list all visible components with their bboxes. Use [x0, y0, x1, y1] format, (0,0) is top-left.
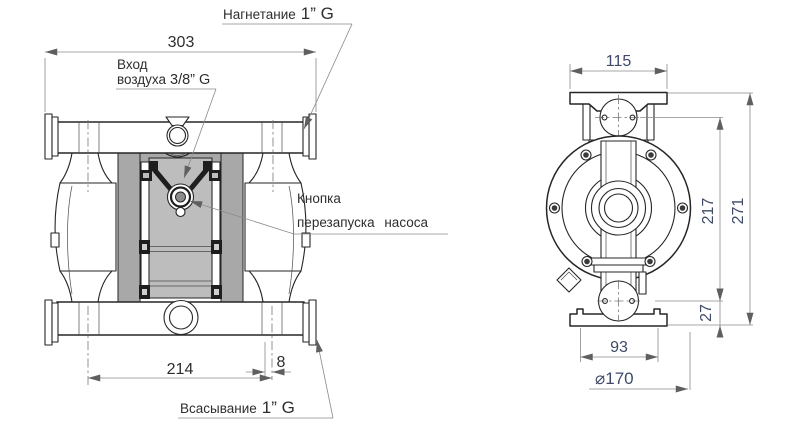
dim-base-to-port: 27: [698, 304, 715, 322]
restart-leader: [189, 200, 295, 235]
discharge-leader: [303, 23, 353, 130]
front-dimensions: 303 214 8: [44, 34, 317, 382]
dim-overall-width: 303: [168, 34, 195, 51]
center-port: [603, 193, 634, 223]
side-dimensions: 115 271 217 27 93 ⌀170: [569, 53, 754, 393]
dim-port-span: 214: [167, 361, 194, 378]
svg-text:Кнопка: Кнопка: [297, 191, 341, 206]
air-inlet-leader: [183, 88, 217, 179]
side-view: [545, 91, 692, 327]
right-brace: [185, 165, 211, 195]
drain-port: [163, 299, 199, 336]
dim-flange-width: 115: [606, 53, 632, 70]
front-view: [44, 113, 317, 385]
bottom-manifold: [44, 299, 317, 346]
side-base: [569, 280, 668, 327]
center-panel: [148, 157, 213, 299]
dim-housing-diameter: ⌀170: [595, 369, 634, 388]
restart-button: [166, 183, 195, 218]
pump-casing: [545, 135, 692, 300]
top-manifold: [44, 113, 317, 160]
restart-label: Кнопка перезапуска насоса: [189, 191, 448, 235]
svg-text:Вход: Вход: [117, 57, 148, 72]
front-centerlines: [87, 120, 274, 385]
left-diaphragm-chamber: [50, 152, 117, 303]
muffler-fitting: [556, 267, 582, 293]
discharge-flange-right: [302, 113, 317, 160]
dim-offset: 8: [277, 354, 286, 371]
svg-text:перезапуска насоса: перезапуска насоса: [297, 215, 428, 230]
right-pillar: [220, 151, 244, 303]
right-diaphragm-chamber: [244, 152, 311, 303]
casing-bolts: [548, 149, 689, 268]
discharge-flange-left: [44, 113, 59, 160]
dim-foot-span: 93: [610, 339, 628, 356]
lifting-ring: [164, 116, 191, 158]
dim-to-port-center: 217: [700, 198, 717, 225]
dim-overall-height: 271: [730, 198, 747, 225]
center-body: [117, 151, 244, 303]
suction-leader: [316, 339, 334, 419]
left-brace: [150, 165, 176, 195]
bolt-tabs: [139, 240, 222, 299]
left-pillar: [117, 151, 141, 303]
suction-flange-right: [302, 299, 317, 346]
suction-flange-left: [44, 299, 59, 346]
